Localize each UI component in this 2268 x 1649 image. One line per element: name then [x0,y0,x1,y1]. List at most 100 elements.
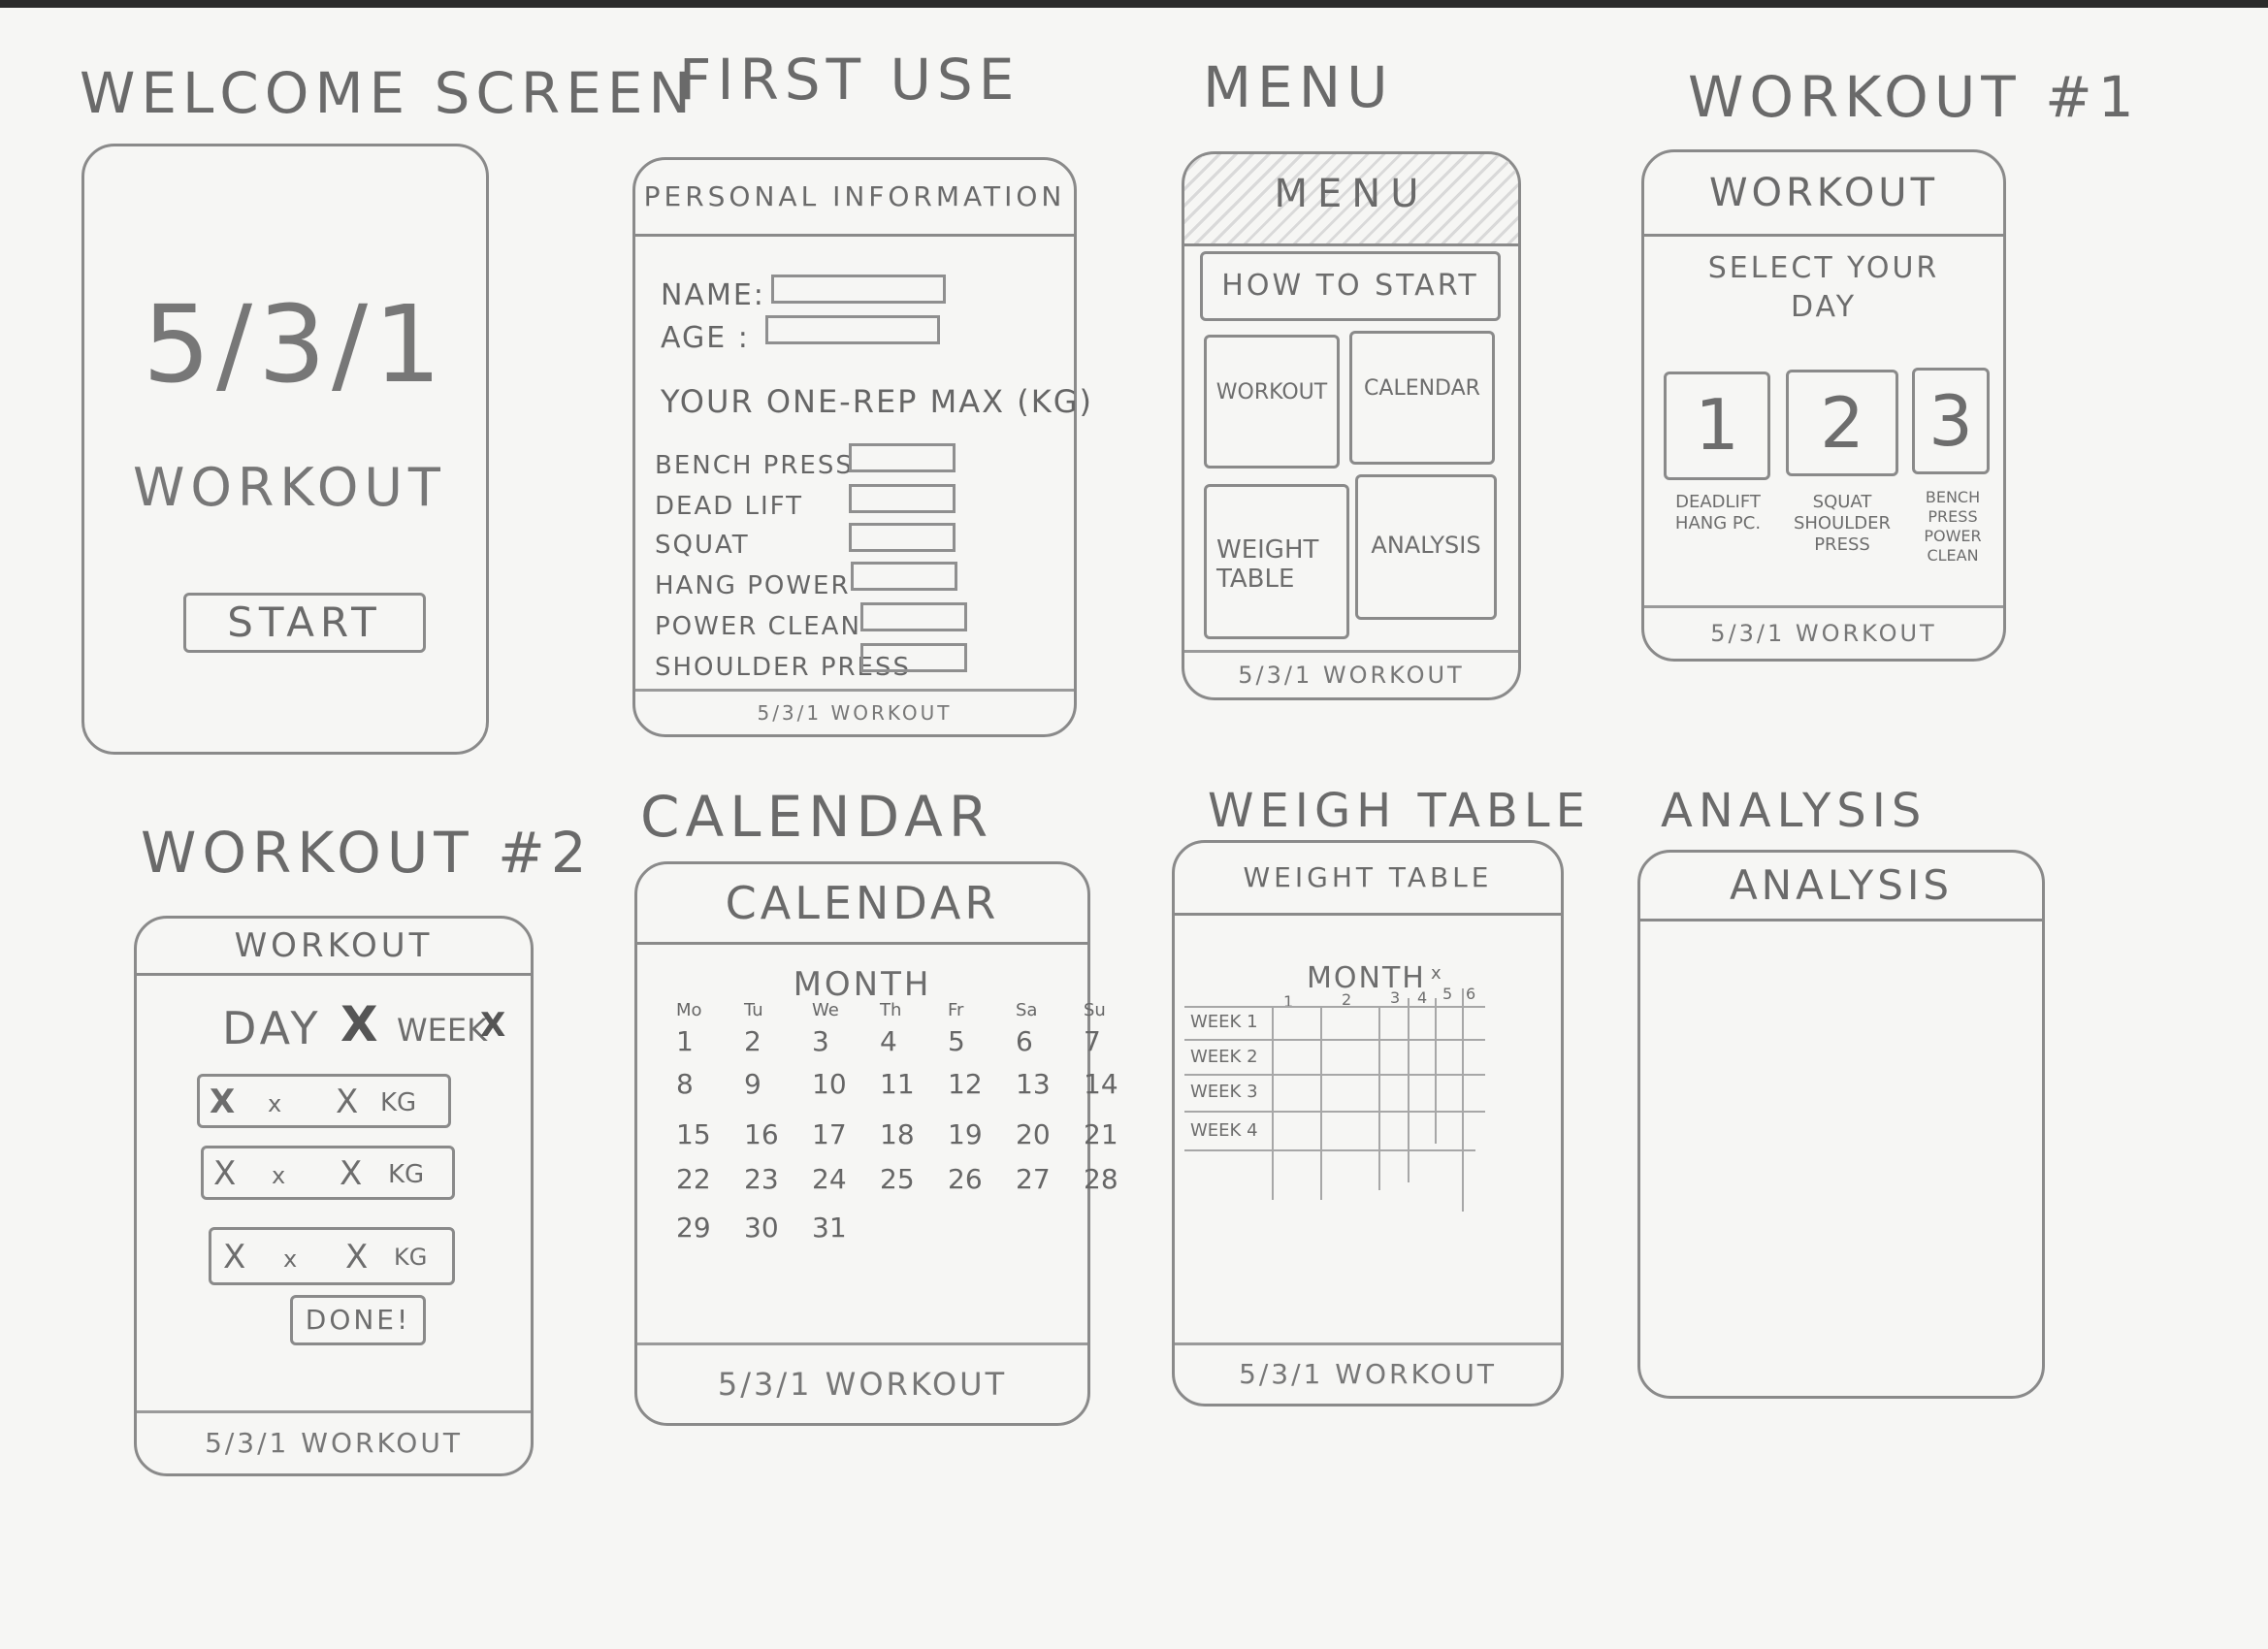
title-analysis: ANALYSIS [1661,784,1928,838]
menu-tile-calendar[interactable]: CALENDAR [1349,331,1495,465]
calendar-day[interactable]: 2 [744,1025,761,1057]
menu-tile-workout[interactable]: WORKOUT [1204,335,1340,469]
calendar-day[interactable]: 13 [1016,1068,1051,1100]
day-value: X [340,996,378,1052]
set-unit: KG [380,1088,417,1117]
day-1-lifts: DEADLIFT HANG PC. [1674,492,1762,534]
analysis-header: ANALYSIS [1640,853,2042,922]
power-clean-field[interactable] [860,602,967,631]
title-welcome-screen: WELCOME SCREEN [80,60,697,126]
set-row[interactable]: X x X KG [197,1074,451,1128]
set-row[interactable]: X x X KG [201,1146,455,1200]
first-use-header: PERSONAL INFORMATION [635,160,1074,237]
calendar-day[interactable]: 21 [1084,1118,1118,1150]
set-row[interactable]: X x X KG [209,1227,455,1285]
day-3-lifts: BENCH PRESS POWER CLEAN [1924,488,1982,565]
calendar-day[interactable]: 28 [1084,1163,1118,1195]
menu-header-hatching [1184,154,1518,246]
table-line [1408,998,1409,1182]
app-footer: 5/3/1 WORKOUT [1644,605,2003,659]
calendar-day[interactable]: 11 [880,1068,915,1100]
calendar-day[interactable]: 26 [948,1163,983,1195]
workout-header: WORKOUT [1644,152,2003,237]
weekday-row: Mo Tu We Th Fr Sa Su [676,1000,1151,1020]
analysis-frame: ANALYSIS [1637,850,2045,1399]
day-label: DAY [222,1002,322,1054]
table-line [1462,988,1464,1212]
day-2-button[interactable]: 2 [1786,370,1898,476]
calendar-day[interactable]: 6 [1016,1025,1033,1057]
column-label: 3 [1390,988,1401,1007]
name-label: NAME: [661,278,765,312]
title-calendar: CALENDAR [640,784,994,850]
column-label: 1 [1283,992,1294,1011]
title-workout-1: WORKOUT #1 [1688,64,2140,130]
hang-power-field[interactable] [851,562,957,591]
table-line [1184,1074,1485,1076]
weekday-label: Th [880,1000,902,1020]
weekday-label: Tu [744,1000,763,1020]
menu-tile-analysis[interactable]: ANALYSIS [1355,474,1497,620]
calendar-day[interactable]: 8 [676,1068,694,1100]
calendar-day[interactable]: 20 [1016,1118,1051,1150]
row-label: WEEK 2 [1190,1047,1258,1067]
calendar-week: 29 30 31 [676,1212,880,1244]
calendar-day[interactable]: 16 [744,1118,779,1150]
calendar-day[interactable]: 24 [812,1163,847,1195]
how-to-start-button[interactable]: HOW TO START [1200,251,1501,321]
calendar-week: 22 23 24 25 26 27 28 [676,1163,1151,1195]
column-label: 2 [1342,990,1352,1009]
age-label: AGE : [661,321,750,355]
calendar-day[interactable]: 23 [744,1163,779,1195]
set-reps: X [210,1083,236,1121]
done-button[interactable]: DONE! [290,1295,426,1345]
select-day-prompt: SELECT YOUR DAY [1707,251,1940,324]
lift-label: BENCH PRESS [655,451,854,480]
weekday-label: Mo [676,1000,702,1020]
calendar-day[interactable]: 4 [880,1025,897,1057]
lift-label: SQUAT [655,531,750,560]
calendar-day[interactable]: 12 [948,1068,983,1100]
squat-field[interactable] [849,523,956,552]
calendar-day[interactable]: 30 [744,1212,779,1244]
calendar-day[interactable]: 1 [676,1025,694,1057]
calendar-day[interactable]: 27 [1016,1163,1051,1195]
day-1-button[interactable]: 1 [1664,372,1770,480]
table-line [1184,1006,1485,1008]
menu-header: MENU [1274,172,1429,216]
calendar-day[interactable]: 15 [676,1118,711,1150]
app-footer: 5/3/1 WORKOUT [137,1410,531,1473]
weight-table-header: WEIGHT TABLE [1175,843,1561,916]
table-line [1184,1111,1485,1113]
name-field[interactable] [771,275,946,304]
calendar-day[interactable]: 25 [880,1163,915,1195]
calendar-day[interactable]: 18 [880,1118,915,1150]
calendar-day[interactable]: 22 [676,1163,711,1195]
calendar-day[interactable]: 5 [948,1025,965,1057]
calendar-day[interactable]: 3 [812,1025,829,1057]
calendar-day[interactable]: 9 [744,1068,761,1100]
month-label: MONTH [793,965,932,1004]
day-3-button[interactable]: 3 [1912,368,1990,474]
set-reps: X [213,1154,237,1193]
age-field[interactable] [765,315,940,344]
calendar-day[interactable]: 14 [1084,1068,1118,1100]
shoulder-press-field[interactable] [860,643,967,672]
calendar-day[interactable]: 19 [948,1118,983,1150]
lift-label: SHOULDER PRESS [655,653,911,682]
calendar-day[interactable]: 31 [812,1212,847,1244]
app-footer: 5/3/1 WORKOUT [635,689,1074,734]
app-subtitle: WORKOUT [133,457,446,518]
menu-tile-weight-table[interactable]: WEIGHT TABLE [1204,484,1349,639]
calendar-day[interactable]: 29 [676,1212,711,1244]
start-button[interactable]: START [183,593,426,653]
weekday-label: Sa [1016,1000,1038,1020]
row-label: WEEK 4 [1190,1120,1258,1141]
bench-press-field[interactable] [849,443,956,472]
column-label: 6 [1466,985,1476,1003]
deadlift-field[interactable] [849,484,956,513]
calendar-day[interactable]: 7 [1084,1025,1101,1057]
calendar-day[interactable]: 10 [812,1068,847,1100]
calendar-day[interactable]: 17 [812,1118,847,1150]
lift-label: DEAD LIFT [655,492,804,521]
